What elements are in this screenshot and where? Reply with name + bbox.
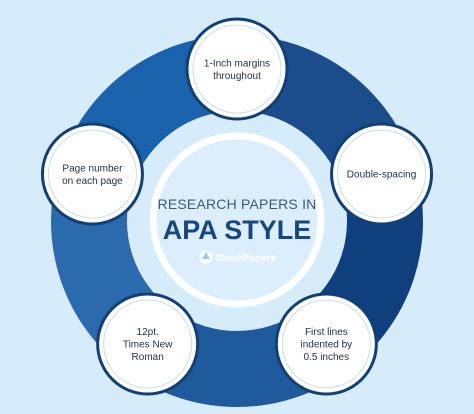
node-inner-ring xyxy=(103,299,193,389)
node-inner-ring xyxy=(47,129,137,219)
brand-logo: SharkPapers xyxy=(199,250,277,264)
node-circle xyxy=(40,122,144,226)
node-label-line: throughout xyxy=(213,71,261,82)
node-page-number: Page number on each page xyxy=(40,122,144,226)
node-label-line: 0.5 inches xyxy=(304,352,350,363)
node-inner-ring xyxy=(192,24,282,114)
node-inner-ring xyxy=(337,129,427,219)
shark-icon xyxy=(199,250,213,264)
node-label-line: Double-spacing xyxy=(347,170,417,181)
node-circle xyxy=(330,122,434,226)
node-circle xyxy=(274,292,378,396)
brand-name: SharkPapers xyxy=(215,253,277,264)
node-label-line: Times New xyxy=(123,339,173,350)
center-title-line1: RESEARCH PAPERS IN xyxy=(158,196,317,212)
node-label-line: Roman xyxy=(132,352,164,363)
feature-nodes: 1-Inch margins throughoutDouble-spacingFi… xyxy=(40,17,434,396)
center-title-line2: APA STYLE xyxy=(163,215,312,245)
node-label-line: Page number xyxy=(62,163,123,174)
node-label-line: on each page xyxy=(62,176,123,187)
node-label-line: 12pt. xyxy=(137,327,159,338)
node-label-line: 1-Inch margins xyxy=(204,58,270,69)
center-circle xyxy=(149,132,325,308)
node-inner-ring xyxy=(281,299,371,389)
node-margins: 1-Inch margins throughout xyxy=(185,17,289,121)
node-label-line: indented by xyxy=(300,339,352,350)
node-circle xyxy=(96,292,200,396)
node-label-line: First lines xyxy=(305,327,348,338)
node-double-spacing: Double-spacing xyxy=(330,122,434,226)
node-circle xyxy=(185,17,289,121)
